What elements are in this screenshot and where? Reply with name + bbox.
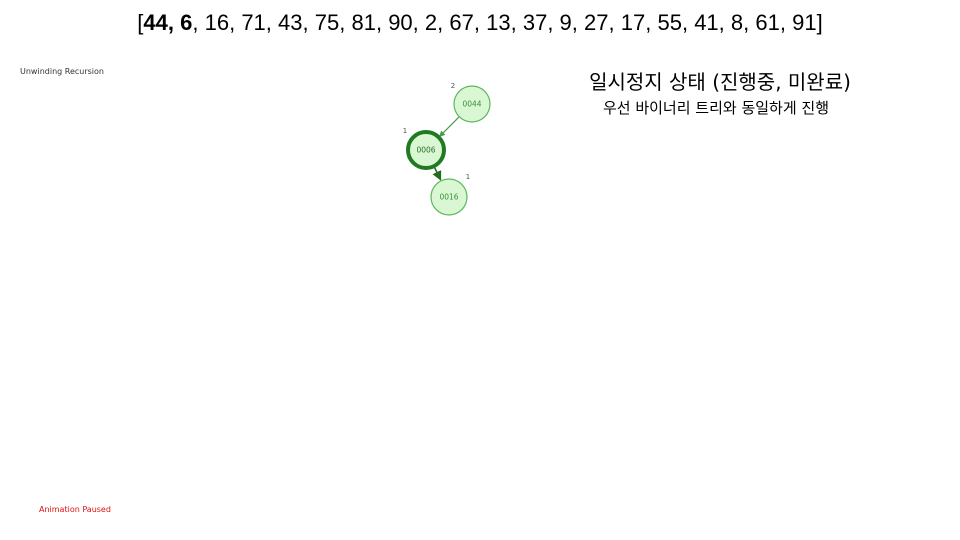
node-circle <box>453 85 491 123</box>
sequence-separator: , <box>473 10 487 35</box>
sequence-value: 71 <box>241 10 266 35</box>
animation-status: Animation Paused <box>39 505 111 514</box>
sequence-value: 8 <box>730 10 744 35</box>
sequence-separator: , <box>718 10 731 35</box>
sequence-separator: , <box>167 10 181 35</box>
sequence-value: 16 <box>204 10 230 35</box>
sequence-separator: , <box>571 10 585 35</box>
sequence-value: 67 <box>449 10 474 35</box>
sequence-separator: , <box>681 10 695 35</box>
insertion-sequence: [44, 6, 16, 71, 43, 75, 81, 90, 2, 67, 1… <box>0 8 960 38</box>
sequence-separator: , <box>375 10 389 35</box>
sequence-separator: , <box>437 10 450 35</box>
caption-subtitle: 우선 바이너리 트리와 동일하게 진행 <box>602 99 830 117</box>
sequence-value: 55 <box>657 10 682 35</box>
sequence-value-inserted: 44 <box>143 10 168 35</box>
sequence-separator: , <box>192 10 205 35</box>
sequence-value: 17 <box>620 10 646 35</box>
node-value-label: 0016 <box>439 193 458 202</box>
status-label: Unwinding Recursion <box>20 67 104 76</box>
sequence-separator: , <box>547 10 560 35</box>
node-height-label: 1 <box>466 173 470 181</box>
tree-node-0044: 0044 2 <box>451 82 491 123</box>
node-circle <box>430 178 468 216</box>
node-value-label: 0006 <box>416 146 435 155</box>
node-circle <box>406 130 446 170</box>
sequence-value: 75 <box>314 10 340 35</box>
sequence-value: 27 <box>584 10 609 35</box>
sequence-value: 9 <box>559 10 572 35</box>
sequence-value-inserted: 6 <box>180 10 193 35</box>
sequence-value: 90 <box>388 10 413 35</box>
sequence-separator: , <box>302 10 315 35</box>
sequence-separator: , <box>412 10 425 35</box>
sequence-separator: , <box>645 10 658 35</box>
tree-node-0016: 0016 1 <box>430 173 470 216</box>
sequence-close-bracket: ] <box>816 10 823 35</box>
sequence-separator: , <box>608 10 621 35</box>
node-height-label: 1 <box>403 127 407 135</box>
sequence-separator: , <box>510 10 523 35</box>
node-height-label: 2 <box>451 82 455 90</box>
sequence-value: 2 <box>424 10 438 35</box>
sequence-value: 91 <box>792 10 817 35</box>
sequence-value: 13 <box>486 10 511 35</box>
sequence-value: 37 <box>522 10 548 35</box>
sequence-separator: , <box>779 10 793 35</box>
sequence-separator: , <box>743 10 756 35</box>
tree-node-0006: 0006 1 <box>403 127 446 170</box>
sequence-value: 41 <box>694 10 719 35</box>
sequence-separator: , <box>265 10 279 35</box>
tree-edge <box>439 116 460 137</box>
tree-edge <box>432 165 442 181</box>
caption-title: 일시정지 상태 (진행중, 미완료) <box>589 70 851 94</box>
node-value-label: 0044 <box>462 100 481 109</box>
sequence-value: 43 <box>278 10 303 35</box>
sequence-value: 81 <box>351 10 376 35</box>
sequence-open-bracket: [ <box>137 10 144 35</box>
sequence-separator: , <box>229 10 242 35</box>
sequence-value: 61 <box>755 10 780 35</box>
sequence-separator: , <box>339 10 352 35</box>
